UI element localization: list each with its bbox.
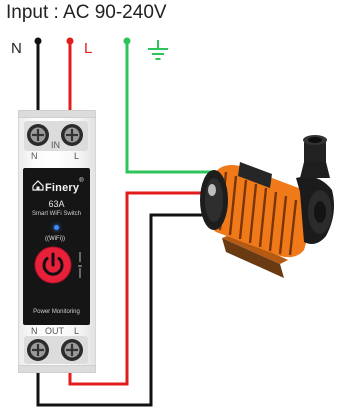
output-terminal-block [24,336,88,364]
ground-wire [125,41,218,174]
in-label: IN [51,140,60,150]
live-output-wire [68,191,218,386]
trademark: ® [79,178,84,184]
input-n-screw-icon [27,124,49,146]
power-monitoring-label: Power Monitoring [33,309,80,315]
input-l-screw-icon [61,124,83,146]
power-button-icon [42,252,64,276]
ground-icon [148,40,168,60]
water-pump-motor-icon [200,135,334,278]
output-l-screw-icon [61,339,83,361]
product-name: Smart WiFi Switch [31,211,81,217]
input-terminal-block [24,121,88,151]
in-l-label: L [74,151,80,161]
din-top-clip [18,110,96,118]
power-button[interactable] [34,246,72,284]
neutral-input-dot [34,37,42,45]
din-bottom-clip [18,365,96,373]
neutral-label: N [11,40,22,57]
output-n-screw-icon [27,339,49,361]
brand-name: Finery [45,182,80,194]
home-logo-icon [32,180,44,191]
status-led [54,225,59,230]
ground-dot [123,37,131,45]
side-indicator-icon [78,252,82,278]
live-label: L [84,40,93,57]
neutral-output-wire [36,213,218,407]
live-input-dot [66,37,74,45]
out-n-label: N [31,326,38,336]
input-voltage-title: Input : AC 90-240V [6,2,167,23]
out-l-label: L [74,326,80,336]
current-rating: 63A [48,199,65,209]
wifi-indicator: ((WiFi)) [45,236,65,242]
out-label: OUT [45,326,64,336]
brand-logo: Finery® [45,178,84,196]
device-front-panel [23,168,90,325]
in-n-label: N [31,151,38,161]
